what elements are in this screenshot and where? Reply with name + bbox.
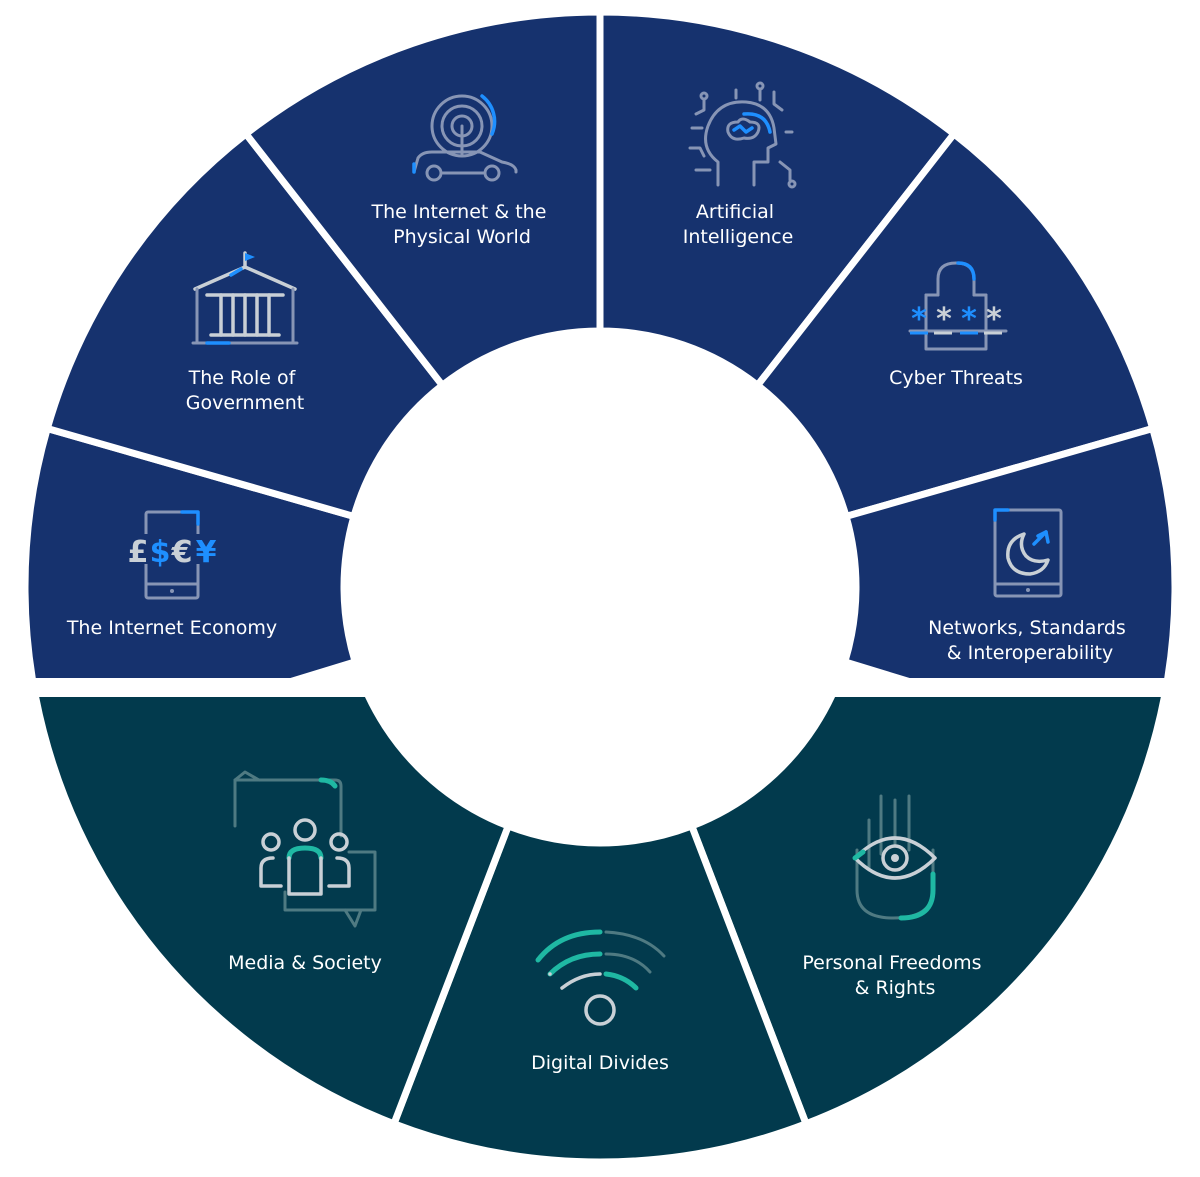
government-building-icon bbox=[191, 251, 299, 345]
currency-yen: ¥ bbox=[196, 535, 217, 570]
label-government: The Role of Government bbox=[186, 367, 305, 414]
center-hub bbox=[344, 331, 856, 843]
label-internet-physical: The Internet & the Physical World bbox=[371, 201, 553, 248]
currency-euro: € bbox=[171, 535, 193, 570]
padlock-password-icon: * * * * bbox=[908, 261, 1008, 351]
connected-car-icon bbox=[412, 94, 518, 182]
label-divides: Digital Divides bbox=[531, 1052, 669, 1074]
password-glyph-2: * bbox=[936, 302, 952, 337]
label-economy: The Internet Economy bbox=[66, 617, 277, 639]
label-media: Media & Society bbox=[228, 952, 382, 974]
label-networks: Networks, Standards & Interoperability bbox=[928, 617, 1132, 664]
password-glyph-4: * bbox=[986, 302, 1002, 337]
label-freedoms: Personal Freedoms & Rights bbox=[802, 952, 987, 999]
label-ai: Artificial Intelligence bbox=[683, 201, 794, 248]
ai-brain-icon bbox=[688, 81, 797, 189]
password-glyph-1: * bbox=[911, 302, 927, 337]
mobile-currency-icon: £ $ € ¥ bbox=[126, 510, 222, 600]
currency-pound: £ bbox=[128, 535, 149, 570]
currency-dollar: $ bbox=[150, 535, 171, 570]
people-chat-icon bbox=[233, 770, 377, 928]
tablet-sync-icon bbox=[993, 508, 1063, 598]
wifi-icon bbox=[535, 929, 666, 1026]
eye-icon bbox=[852, 794, 937, 921]
password-glyph-3: * bbox=[961, 302, 977, 337]
label-cyber: Cyber Threats bbox=[889, 367, 1023, 389]
